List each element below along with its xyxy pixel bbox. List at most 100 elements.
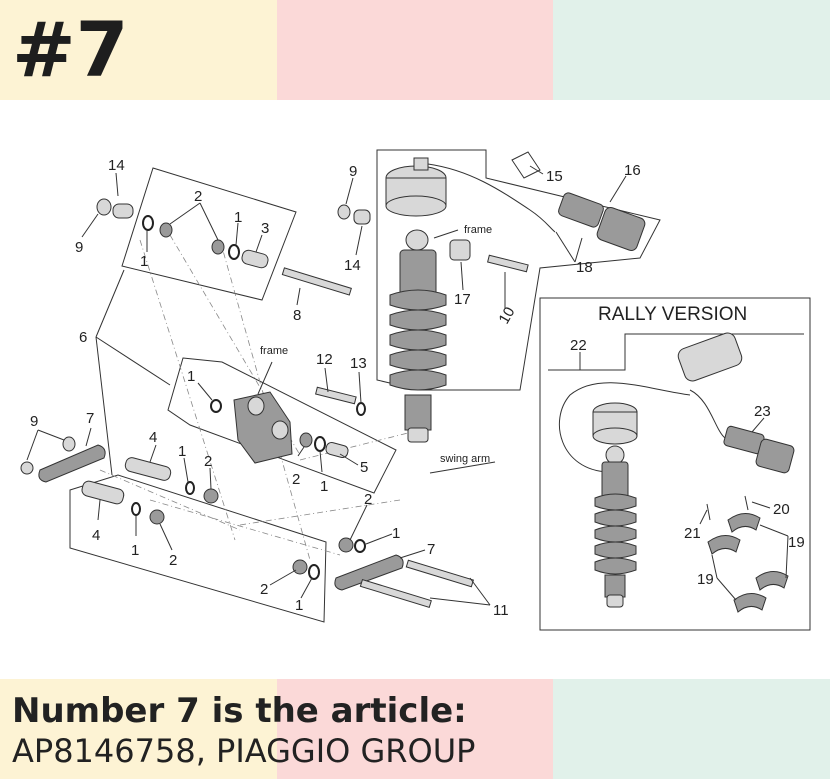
axis-line xyxy=(299,429,421,461)
callout-3: 3 xyxy=(261,220,269,237)
adjuster-knob xyxy=(596,207,646,251)
o-ring-part xyxy=(131,502,141,516)
leader-line xyxy=(399,549,426,559)
clamp-half xyxy=(707,535,741,555)
callout-11: 11 xyxy=(493,602,509,619)
callout-21: 21 xyxy=(684,525,701,542)
callout-17: 17 xyxy=(454,291,471,308)
rally-version-box xyxy=(539,297,811,631)
frame-label-top: frame xyxy=(464,224,492,236)
leader-line xyxy=(115,172,119,197)
bearing-part xyxy=(292,559,308,575)
rally-hose xyxy=(558,382,691,473)
sleeve-part xyxy=(325,441,349,459)
washer-part xyxy=(356,402,366,416)
leader-line xyxy=(169,202,201,225)
rally-adjuster-knob xyxy=(755,438,795,474)
leader-line xyxy=(711,554,718,579)
leader-line xyxy=(81,213,99,238)
callout-14: 14 xyxy=(108,157,125,174)
callout-20: 20 xyxy=(773,501,790,518)
callout-12: 12 xyxy=(316,351,333,368)
callout-2: 2 xyxy=(260,581,268,598)
rally-shock-lower xyxy=(604,574,626,598)
callout-2: 2 xyxy=(204,453,212,470)
band-yellow xyxy=(0,679,277,779)
axis-line xyxy=(139,239,236,541)
frame-label-mid: frame xyxy=(260,345,288,357)
rally-reservoir-base xyxy=(592,427,638,445)
nut-part xyxy=(20,461,34,475)
leader-line xyxy=(433,229,459,239)
callout-10: 10 xyxy=(495,304,518,327)
leader-line xyxy=(197,382,213,401)
leader-line xyxy=(297,446,305,457)
axis-line xyxy=(99,469,241,531)
leader-line xyxy=(716,577,737,601)
middle-panel xyxy=(167,357,397,494)
hydraulic-hose xyxy=(427,163,556,233)
exploded-parts-diagram: RALLY VERSION 14 9 2 1 1 3 8 6 frame 1 9… xyxy=(20,149,811,631)
swing-arm-line xyxy=(429,461,496,474)
bolt-part xyxy=(487,254,529,273)
callout-7: 7 xyxy=(427,541,435,558)
leader-line xyxy=(324,367,329,393)
callout-1: 1 xyxy=(178,443,186,460)
leader-line xyxy=(85,427,92,447)
o-ring-part xyxy=(210,399,222,413)
rocker-hole xyxy=(271,420,289,440)
screw-part xyxy=(744,495,749,511)
dogbone-link xyxy=(38,444,106,483)
rally-inner-frame xyxy=(548,333,804,371)
sleeve-part xyxy=(81,480,125,505)
clamp-half xyxy=(727,513,761,533)
bolt-part xyxy=(359,578,432,608)
bearing-part xyxy=(338,537,354,553)
leader-line xyxy=(529,165,544,175)
bearing-part xyxy=(149,509,165,525)
callout-19: 19 xyxy=(788,534,805,551)
axis-line xyxy=(239,499,401,526)
band-pink xyxy=(276,0,554,100)
reservoir-fitting xyxy=(413,157,429,171)
leader-line xyxy=(555,231,576,263)
bearing-part xyxy=(203,488,219,504)
callout-1: 1 xyxy=(392,525,400,542)
band-pink xyxy=(276,679,554,779)
callout-19: 19 xyxy=(697,571,714,588)
callout-23: 23 xyxy=(754,403,771,420)
spacer-part xyxy=(449,239,471,261)
callout-9: 9 xyxy=(30,413,38,430)
o-ring-part xyxy=(228,244,240,260)
leader-line xyxy=(355,225,363,256)
callout-1: 1 xyxy=(320,478,328,495)
dogbone-link xyxy=(334,554,404,591)
rally-shock-eye xyxy=(605,445,625,465)
leader-line xyxy=(257,361,273,395)
callout-9: 9 xyxy=(349,163,357,180)
leader-line xyxy=(300,577,313,599)
leader-line xyxy=(199,202,219,241)
callout-6: 6 xyxy=(79,329,87,346)
leader-line xyxy=(209,467,212,490)
leader-line xyxy=(345,177,354,205)
callout-2: 2 xyxy=(169,552,177,569)
shock-eye xyxy=(405,229,429,251)
rally-title: RALLY VERSION xyxy=(598,304,747,325)
leader-line xyxy=(95,336,171,386)
caption-article: AP8146758, PIAGGIO GROUP xyxy=(12,732,476,770)
band-yellow xyxy=(0,0,277,100)
bearing-part xyxy=(299,432,313,448)
callout-1: 1 xyxy=(295,597,303,614)
leader-line xyxy=(339,453,359,466)
leader-line xyxy=(785,535,789,579)
sleeve-part xyxy=(124,457,172,481)
clamp-half xyxy=(733,593,767,613)
footer-band xyxy=(0,679,830,779)
leader-line xyxy=(95,269,125,338)
callout-4: 4 xyxy=(149,429,157,446)
callout-1: 1 xyxy=(234,209,242,226)
leader-line xyxy=(235,222,239,246)
callout-1: 1 xyxy=(187,368,195,385)
callout-1: 1 xyxy=(140,253,148,270)
